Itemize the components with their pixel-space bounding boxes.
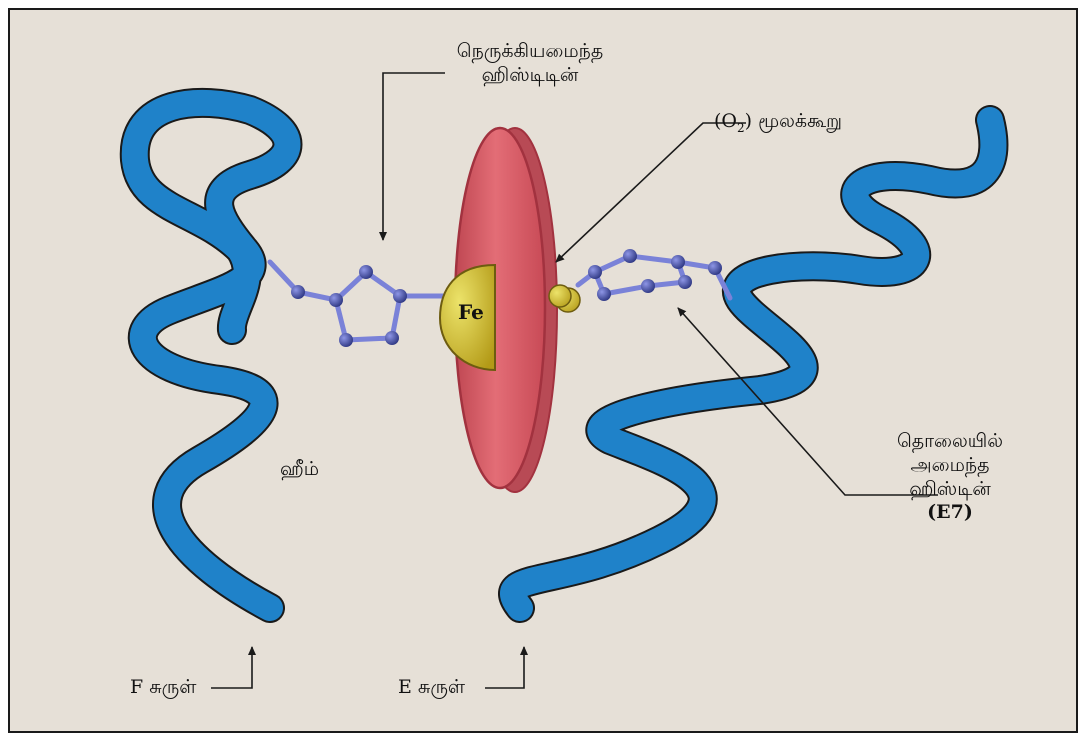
proximal-histidine-label: நெருக்கியமைந்த ஹிஸ்டிடின் — [430, 40, 630, 88]
heme-label: ஹீம் — [280, 458, 319, 482]
distal-histidine-label: தொலையில் அமைந்த ஹிஸ்டின் (E7) — [890, 430, 1010, 525]
f-helix-label: F சுருள் — [130, 676, 196, 700]
e-helix-label: E சுருள் — [398, 676, 465, 700]
iron-label: Fe — [458, 300, 484, 325]
oxygen-molecule-label: (O2) மூலக்கூறு — [714, 110, 842, 136]
